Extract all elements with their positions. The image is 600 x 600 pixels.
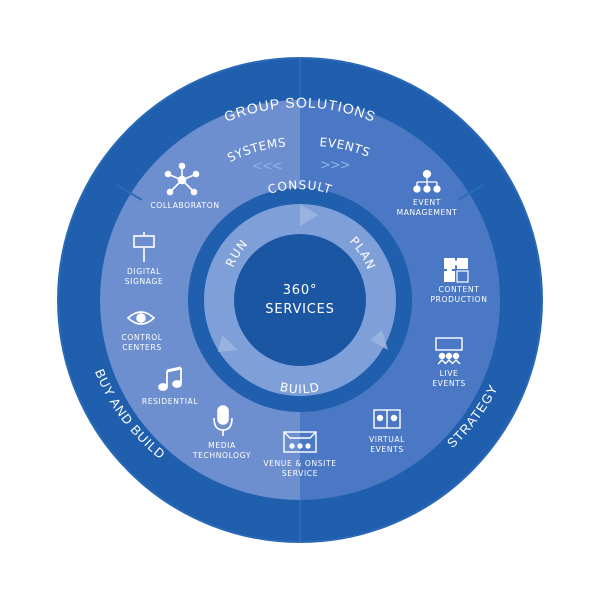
puzzle-icon (444, 258, 469, 283)
events-arrows: >>> (320, 158, 350, 173)
systems-arrows: <<< (252, 159, 282, 174)
digital-signage-label-1: DIGITAL (127, 267, 161, 276)
control-centers-label-1: CONTROL (121, 333, 162, 342)
center-line-2: SERVICES (265, 302, 334, 317)
collaboration-label: COLLABORATON (150, 201, 219, 210)
venue-onsite-label-2: SERVICE (282, 469, 318, 478)
core-circle (234, 234, 366, 366)
media-technology-label-1: MEDIA (208, 441, 236, 450)
event-management-label-2: MANAGEMENT (397, 208, 458, 217)
venue-onsite-label-1: VENUE & ONSITE (263, 459, 336, 468)
stage-icon (283, 431, 317, 453)
media-technology-label-2: TECHNOLOGY (192, 451, 251, 460)
consult-label: CONSULT (266, 178, 334, 197)
control-centers-label-2: CENTERS (122, 343, 162, 352)
residential-label: RESIDENTIAL (142, 397, 199, 406)
eye-icon (126, 311, 156, 325)
presenter-icon (435, 337, 463, 365)
digital-signage-label-2: SIGNAGE (125, 277, 164, 286)
music-note-icon (158, 366, 182, 391)
center-line-1: 360° (283, 283, 318, 298)
signpost-icon (133, 232, 155, 262)
virtual-events-label-2: EVENTS (370, 445, 404, 454)
build-label: BUILD (279, 380, 321, 396)
content-production-label-1: CONTENT (439, 285, 480, 294)
live-events-label-2: EVENTS (432, 379, 466, 388)
event-management-label-1: EVENT (413, 198, 441, 207)
content-production-label-2: PRODUCTION (430, 295, 487, 304)
virtual-events-label-1: VIRTUAL (369, 435, 405, 444)
live-events-label-1: LIVE (440, 369, 459, 378)
org-chart-icon (413, 169, 441, 193)
microphone-icon (213, 405, 233, 436)
network-icon (164, 162, 200, 196)
video-grid-icon (373, 409, 401, 429)
